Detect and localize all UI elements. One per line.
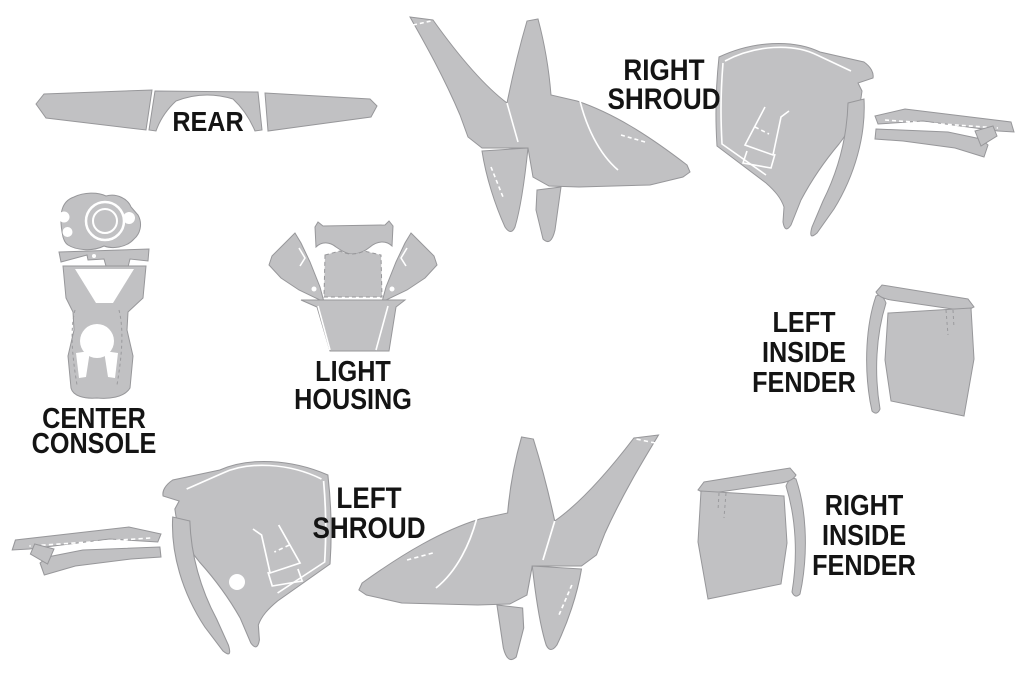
right-inside-fender-label-line3: FENDER: [812, 548, 916, 581]
light-housing-top-shape: [314, 220, 394, 255]
rear-label: REAR: [172, 106, 243, 138]
right-inside-fender-label-line1: RIGHT: [825, 488, 904, 521]
rear-arch-panel-shape: [148, 90, 263, 132]
left-inside-fender-shape: [866, 284, 975, 417]
light-housing-right-wing-shape: [381, 232, 438, 303]
light-housing-center-shape: [323, 250, 383, 298]
left-shroud-hole: [229, 574, 245, 590]
center-console-label-line1: CENTER: [42, 401, 146, 434]
left-inside-fender-label-line2: INSIDE: [762, 335, 846, 368]
left-shroud-shape: [11, 434, 660, 661]
left-shroud-label-line2: SHROUD: [312, 511, 425, 544]
right-inside-fender-label-line2: INSIDE: [822, 518, 906, 551]
left-inside-fender-label-line3: FENDER: [752, 365, 856, 398]
light-housing-shape: [268, 220, 438, 352]
rear-right-panel-shape: [264, 92, 378, 132]
right-shroud-shape: [409, 16, 1015, 243]
right-shroud-label-line2: SHROUD: [607, 82, 720, 115]
left-shroud-label-line1: LEFT: [336, 481, 401, 514]
light-housing-left-wing-shape: [268, 232, 325, 303]
light-housing-skirt-shape: [300, 299, 407, 352]
rear-left-panel-shape: [35, 89, 153, 131]
light-housing-label-line2: HOUSING: [294, 382, 412, 415]
right-inside-fender-shape: [697, 467, 806, 600]
console-bar-shape: [58, 248, 150, 268]
rear-part-shape: [35, 89, 378, 132]
light-housing-label-line1: LIGHT: [315, 354, 391, 387]
center-console-shape: [58, 192, 150, 399]
console-pod-shape: [60, 192, 142, 251]
left-inside-fender-label-line1: LEFT: [772, 305, 835, 338]
right-shroud-label-line1: RIGHT: [623, 53, 704, 86]
center-console-label-line2: CONSOLE: [32, 426, 157, 459]
